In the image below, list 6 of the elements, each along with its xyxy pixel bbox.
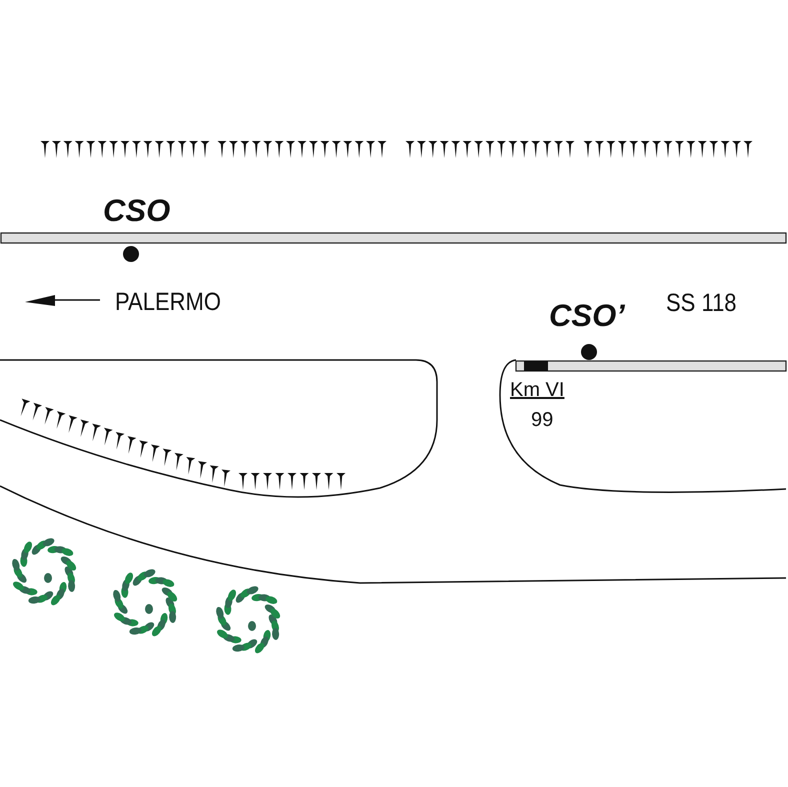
road-label: SS 118: [666, 291, 737, 316]
place-label: CSO’: [549, 300, 625, 331]
place-label: CSO: [103, 195, 170, 226]
kilometre-label: 99: [531, 410, 554, 430]
direction-label: PALERMO: [115, 290, 221, 315]
kilometre-label: Km VI: [510, 380, 564, 400]
